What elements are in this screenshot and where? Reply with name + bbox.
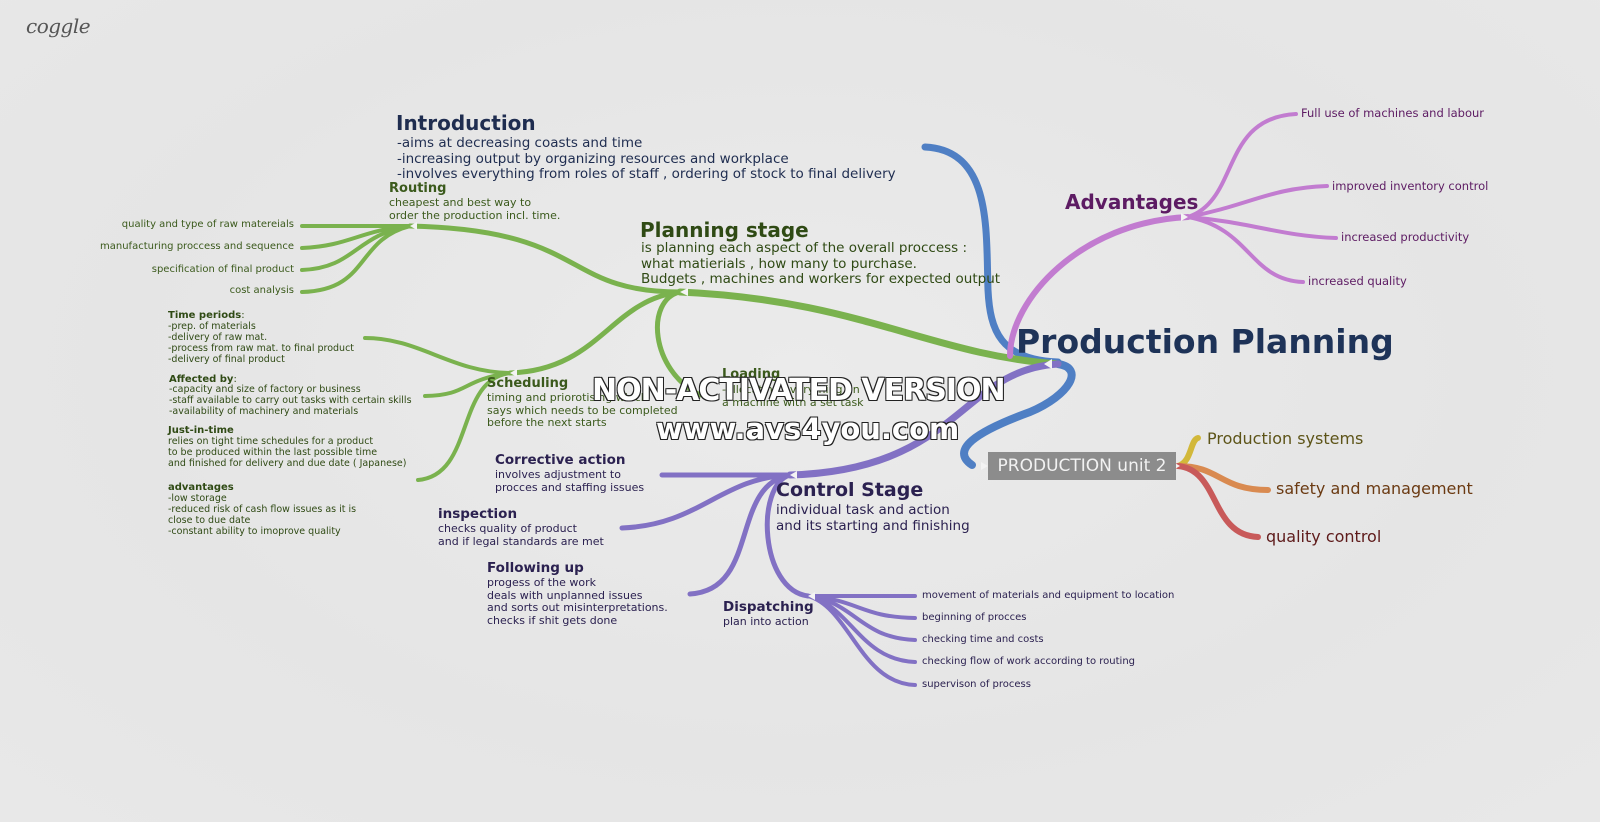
dispatching-item[interactable]: checking time and costs	[922, 634, 1044, 645]
time-periods-text: -prep. of materials -delivery of raw mat…	[168, 321, 355, 365]
edge-routing	[407, 223, 683, 295]
control-stage-title[interactable]: Control Stage	[776, 479, 924, 501]
introduction-title[interactable]: Introduction	[396, 111, 536, 135]
planning-stage-text: is planning each aspect of the overall p…	[641, 240, 1001, 288]
edge-unit	[960, 360, 1076, 469]
routing-item[interactable]: specification of final product	[151, 264, 294, 275]
advantages-item[interactable]: improved inventory control	[1332, 179, 1489, 193]
dispatching-title[interactable]: Dispatching	[723, 599, 814, 615]
dispatching-text: plan into action	[723, 615, 809, 628]
dispatching-item[interactable]: beginning of procces	[922, 612, 1027, 623]
routing-title[interactable]: Routing	[389, 181, 447, 196]
loading-title[interactable]: Loading	[722, 367, 781, 382]
just-in-time-title[interactable]: Just-in-time	[168, 425, 234, 436]
control-stage-text: individual task and action and its start…	[776, 502, 970, 534]
jit-advantages-text: -low storage -reduced risk of cash flow …	[168, 493, 357, 537]
corrective-action-text: involves adjustment to procces and staff…	[495, 468, 645, 494]
scheduling-title[interactable]: Scheduling	[487, 376, 569, 391]
time-periods-title[interactable]: Time periods:	[168, 310, 245, 321]
inspection-title[interactable]: inspection	[438, 506, 518, 522]
advantages-item[interactable]: increased quality	[1308, 274, 1407, 288]
routing-item[interactable]: manufacturing proccess and sequence	[100, 241, 294, 252]
dispatching-item[interactable]: checking flow of work according to routi…	[922, 656, 1136, 667]
production-unit-node[interactable]: PRODUCTION unit 2	[988, 452, 1176, 480]
advantages-title[interactable]: Advantages	[1065, 190, 1199, 214]
scheduling-text: timing and priorotising which says which…	[487, 391, 678, 430]
following-up-text: progess of the work deals with unplanned…	[487, 576, 668, 627]
unit-child-quality-control[interactable]: quality control	[1266, 527, 1382, 546]
routing-text: cheapest and best way to order the produ…	[389, 196, 561, 222]
corrective-action-title[interactable]: Corrective action	[495, 452, 626, 468]
following-up-title[interactable]: Following up	[487, 560, 584, 576]
watermark-line-2: www.avs4you.com	[656, 412, 960, 446]
edge-advantages	[1007, 214, 1191, 359]
edge-loading	[655, 289, 703, 398]
loading-text: -allocating everything on a machine with…	[722, 383, 864, 409]
unit-child-production-systems[interactable]: Production systems	[1207, 429, 1364, 448]
advantages-item[interactable]: Full use of machines and labour	[1301, 106, 1485, 120]
planning-stage-title[interactable]: Planning stage	[640, 218, 809, 242]
dispatching-item[interactable]: supervison of process	[922, 679, 1031, 690]
edge-control	[786, 360, 1062, 479]
just-in-time-text: relies on tight time schedules for a pro…	[168, 436, 407, 469]
dispatching-item[interactable]: movement of materials and equipment to l…	[922, 590, 1175, 601]
root-node-title[interactable]: Production Planning	[1016, 322, 1394, 361]
advantages-item[interactable]: increased productivity	[1341, 230, 1470, 244]
coggle-logo[interactable]: coggle	[26, 14, 91, 38]
watermark-line-1: NON-ACTIVATED VERSION	[592, 373, 1006, 408]
inspection-text: checks quality of product and if legal s…	[438, 522, 604, 548]
jit-advantages-title[interactable]: advantages	[168, 482, 234, 493]
unit-child-safety-management[interactable]: safety and management	[1276, 479, 1473, 498]
routing-item[interactable]: cost analysis	[229, 285, 294, 296]
affected-by-title[interactable]: Affected by:	[169, 374, 237, 385]
routing-item[interactable]: quality and type of raw matereials	[121, 219, 294, 230]
edge-introduction	[921, 143, 1062, 366]
edge-planning	[676, 288, 1062, 368]
affected-by-text: -capacity and size of factory or busines…	[169, 384, 412, 417]
introduction-text: -aims at decreasing coasts and time -inc…	[397, 135, 896, 183]
edge-scheduling	[507, 289, 683, 376]
